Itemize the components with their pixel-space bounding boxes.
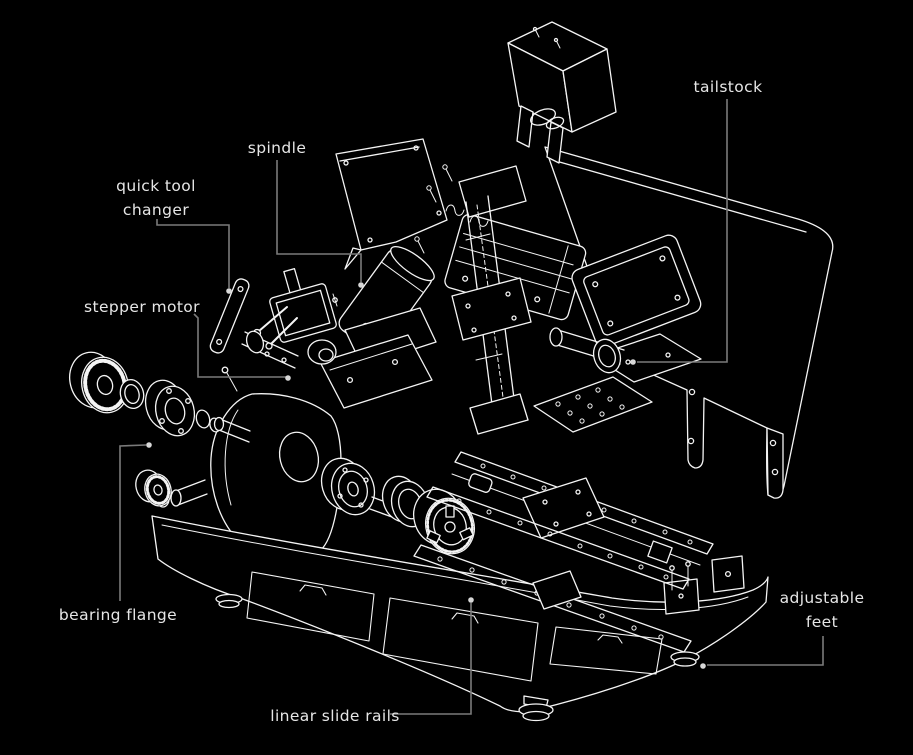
- part-cover-plate: [335, 138, 448, 270]
- part-top-enclosure: [507, 21, 617, 164]
- leader-quick-tool-changer: [156, 219, 230, 288]
- leader-bearing-flange: [119, 444, 147, 601]
- callout-bearing-flange: bearing flange: [58, 606, 178, 624]
- part-back-panel: [544, 146, 834, 499]
- leader-dot: [285, 375, 291, 381]
- leader-stepper-motor: [193, 313, 286, 378]
- part-base-skirt-panels: [246, 571, 663, 682]
- part-compound-slide: [319, 307, 437, 409]
- leader-dot: [146, 442, 152, 448]
- leader-tailstock: [637, 99, 728, 363]
- part-shaft-spacers: [195, 366, 251, 443]
- part-feet: [215, 593, 700, 722]
- leader-dot: [630, 359, 636, 365]
- part-pulley-large: [69, 351, 129, 414]
- leader-dot: [358, 282, 364, 288]
- part-rails-bed: [413, 486, 692, 653]
- callout-spindle: spindle: [247, 139, 307, 157]
- leader-adjustable-feet: [707, 636, 824, 666]
- part-z-column: [451, 165, 532, 435]
- leader-dot: [226, 288, 232, 294]
- part-washer: [119, 379, 145, 409]
- leader-dot: [468, 597, 474, 603]
- leader-dot: [700, 663, 706, 669]
- callout-quick-tool-changer: quick tool changer: [116, 177, 196, 220]
- callout-linear-slide-rails: linear slide rails: [270, 707, 400, 725]
- callout-stepper-motor: stepper motor: [84, 298, 200, 316]
- part-cross-table: [533, 376, 653, 433]
- part-pulley-small: [135, 469, 172, 507]
- part-rails-upper: [451, 451, 714, 566]
- part-quick-tool-changer: [209, 267, 338, 369]
- part-tailstock: [549, 234, 702, 383]
- part-bearing-flange: [144, 379, 196, 437]
- leader-spindle: [276, 160, 362, 282]
- part-chuck: [413, 488, 475, 555]
- callout-leaders: [119, 99, 824, 715]
- callout-tailstock: tailstock: [693, 78, 763, 96]
- leader-linear-slide-rails: [390, 603, 472, 715]
- callout-adjustable-feet: adjustable feet: [779, 589, 865, 632]
- screws-upper: [414, 164, 453, 254]
